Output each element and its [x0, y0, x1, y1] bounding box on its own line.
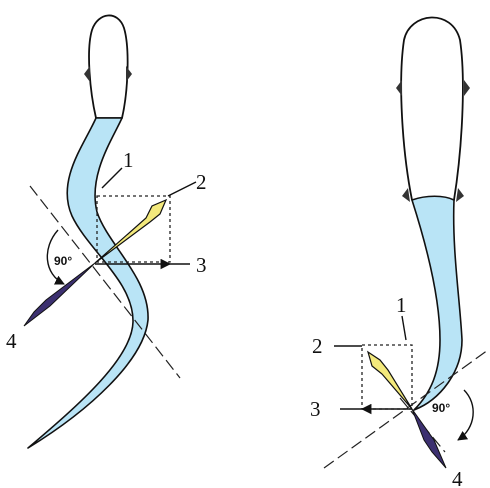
left-label-1: 1	[123, 148, 134, 172]
left-head-fin-right	[126, 66, 132, 82]
left-label-3: 3	[196, 253, 207, 277]
right-eel-diagram: 1 2 3 4 90°	[310, 17, 488, 488]
right-angle-label: 90°	[432, 401, 450, 415]
left-purple-arrow	[24, 263, 95, 326]
left-eel-head	[89, 15, 128, 118]
left-label-2: 2	[196, 170, 207, 194]
right-label-3: 3	[310, 397, 321, 421]
right-purple-arrow	[412, 409, 446, 468]
left-eel-diagram: 1 2 3 4 90°	[6, 15, 207, 448]
left-leader-2	[168, 182, 196, 196]
right-leader-1	[402, 316, 406, 340]
right-head-fin-right	[464, 80, 470, 96]
right-head-fin-left	[396, 80, 402, 96]
left-angle-label: 90°	[54, 254, 72, 268]
right-eel-body	[412, 196, 462, 410]
right-label-2: 2	[312, 334, 323, 358]
left-label-4: 4	[6, 329, 17, 353]
right-label-1: 1	[396, 293, 407, 317]
right-angle-arc	[458, 390, 473, 440]
right-label-4: 4	[452, 467, 463, 488]
left-leader-1	[102, 168, 122, 188]
right-eel-head	[401, 17, 463, 200]
right-body-fin-right	[456, 188, 464, 202]
right-yellow-arrow	[368, 352, 412, 409]
right-body-fin-left	[402, 188, 410, 202]
left-head-fin-left	[84, 66, 90, 82]
